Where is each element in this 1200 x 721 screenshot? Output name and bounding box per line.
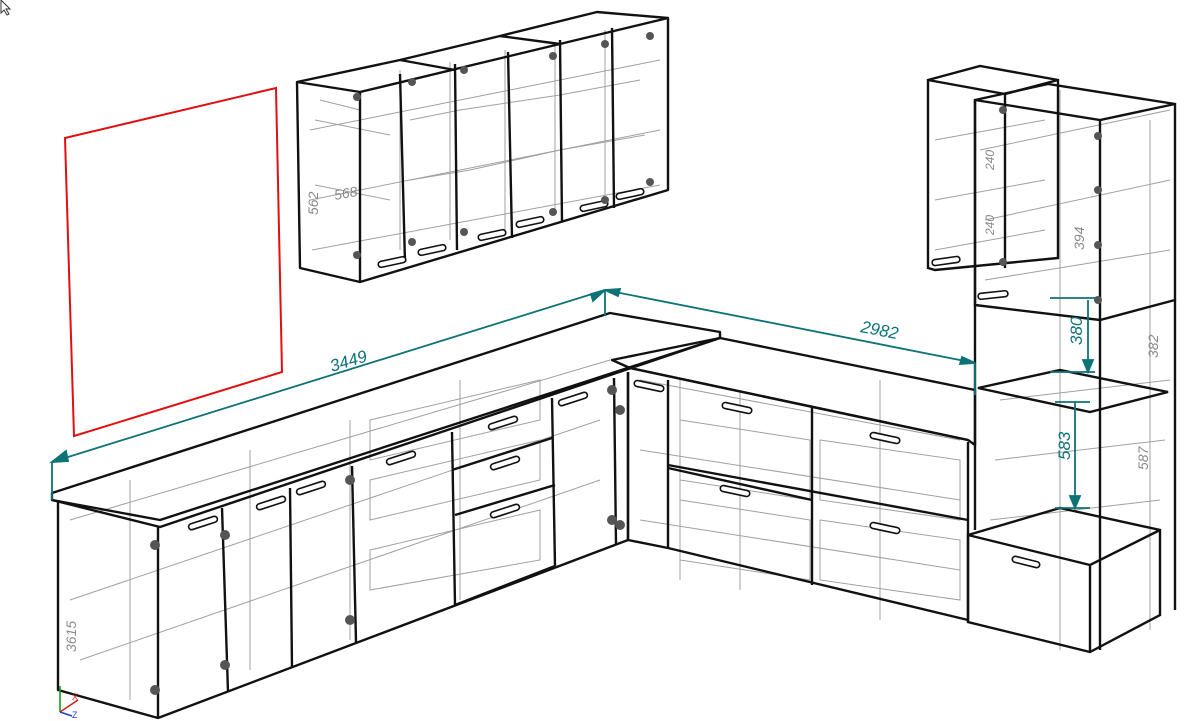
tall-cabinet-hidden-lines [934,90,1171,650]
ghost-base-depth: 3615 [63,621,79,652]
hinge-icon [353,32,654,259]
ghost-top-height-1: 394 [1071,226,1087,250]
ghost-small-1: 240 [983,150,997,171]
hinge-icon [999,106,1102,304]
dimension-lines [49,288,1095,511]
dimension-cabinet-gap: 583 [1055,431,1074,460]
selected-wall-panel[interactable] [63,86,284,438]
ghost-top-height-3: 587 [1135,445,1151,470]
hinge-icon [150,385,625,695]
handle-icon [931,255,1041,569]
ghost-wall-width: 568 [333,183,359,203]
dimension-right-run: 2982 [858,317,900,343]
handle-icon [187,379,901,535]
axis-gizmo-icon: X Z [59,686,79,720]
ghost-top-height-2: 382 [1145,334,1161,358]
axis-z-label: Z [72,710,78,720]
dimension-shelf-gap: 380 [1067,316,1086,345]
base-cabinet-group[interactable] [50,311,977,720]
axis-x-label: X [72,692,78,702]
handle-icon [377,187,645,269]
wall-cabinet-group[interactable] [295,10,670,284]
dimension-left-run: 3449 [328,346,370,375]
ghost-small-2: 240 [983,215,997,236]
cursor-arrow-icon [0,0,12,16]
ghost-wall-height: 562 [305,191,321,215]
